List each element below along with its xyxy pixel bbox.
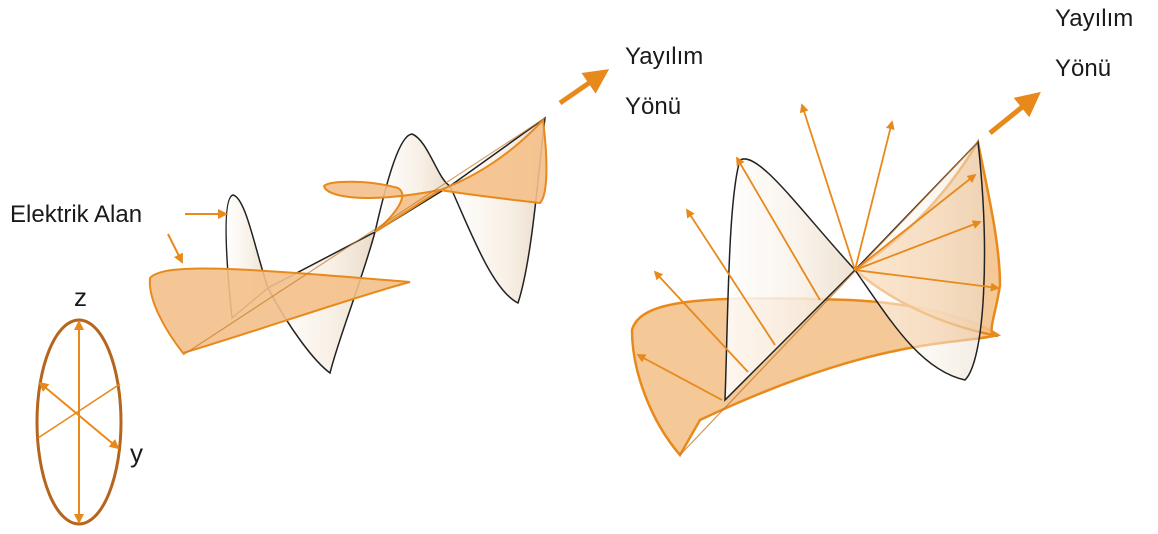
left-propagation-arrow xyxy=(558,69,610,106)
left-propagation-axis xyxy=(182,117,546,356)
left-horizontal-wave-lobe-1 xyxy=(148,267,411,355)
ellipse-y-axis-arrow xyxy=(38,381,120,450)
right-field-vector-7 xyxy=(854,220,982,271)
axis-y-label: y xyxy=(130,438,143,468)
right-wave-group xyxy=(630,103,1002,458)
right-vertical-wave-lobe-2 xyxy=(854,140,986,381)
left-direction-label-line1: Yayılım xyxy=(625,43,704,70)
right-field-vector-4 xyxy=(736,156,821,301)
right-field-vector-9 xyxy=(854,173,977,271)
polarization-ellipse-group xyxy=(35,318,123,526)
left-vertical-wave-lobe-3 xyxy=(373,133,452,234)
ellipse-diagonal-line xyxy=(37,383,121,439)
right-field-vector-1 xyxy=(636,354,723,401)
electric-field-label: Elektrik Alan xyxy=(10,201,143,228)
left-horizontal-wave-lobe-2 xyxy=(322,180,441,233)
right-propagation-axis xyxy=(679,141,979,456)
right-field-vector-3 xyxy=(686,208,776,346)
right-field-vector-6 xyxy=(854,120,895,271)
right-propagation-arrow xyxy=(988,91,1041,135)
field-label-pointer-2 xyxy=(167,233,183,264)
axis-z-label: z xyxy=(74,282,87,312)
left-direction-label-line2: Yönü xyxy=(625,93,682,120)
right-field-vector-8 xyxy=(854,269,1000,292)
right-field-vector-5 xyxy=(799,103,856,271)
right-direction-label-line1: Yayılım xyxy=(1055,5,1134,32)
left-wave-group xyxy=(148,116,548,375)
right-field-vector-2 xyxy=(653,270,749,373)
left-horizontal-wave-lobe-3 xyxy=(436,117,548,205)
right-direction-label-line2: Yönü xyxy=(1055,55,1112,82)
